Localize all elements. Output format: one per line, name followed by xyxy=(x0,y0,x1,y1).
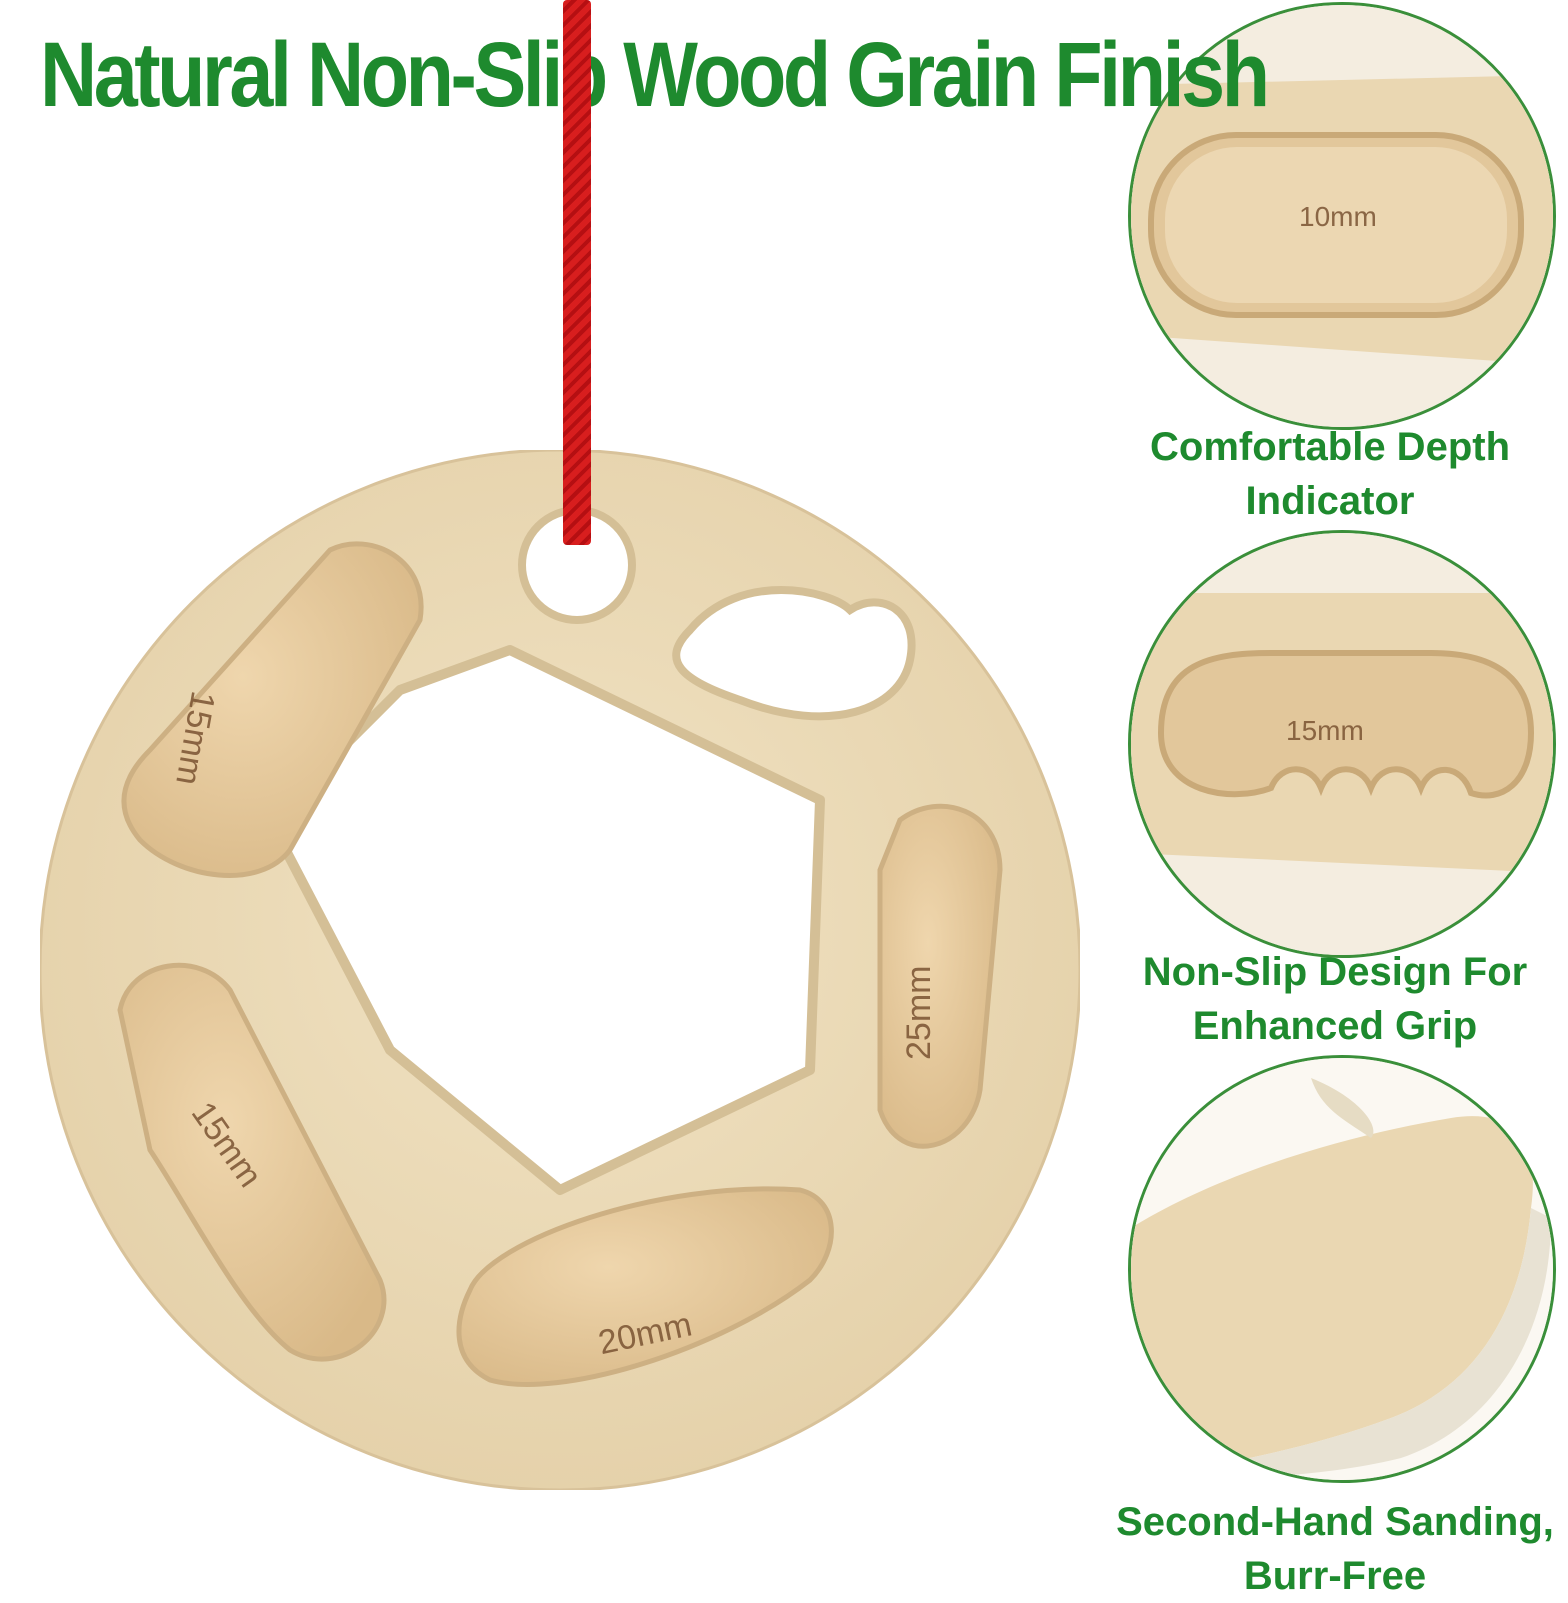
detail-circle-non-slip: 15mm xyxy=(1128,530,1556,958)
caption-depth-indicator: Comfortable Depth Indicator xyxy=(1130,420,1530,528)
heart-pocket xyxy=(672,586,916,721)
caption-line: Second-Hand Sanding, xyxy=(1116,1500,1554,1544)
caption-line: Indicator xyxy=(1245,479,1415,523)
pocket-bottom xyxy=(456,1186,834,1387)
center-hole xyxy=(265,645,825,1195)
caption-sanding-burr-free: Second-Hand Sanding, Burr-Free xyxy=(1105,1495,1565,1603)
caption-line: Comfortable Depth xyxy=(1150,425,1510,469)
pocket-top-left xyxy=(121,541,424,878)
page-headline: Natural Non-Slip Wood Grain Finish xyxy=(40,24,1270,126)
caption-line: Enhanced Grip xyxy=(1192,1004,1478,1048)
detail-label-10mm: 10mm xyxy=(1299,201,1377,232)
wooden-grip-ring xyxy=(38,448,1082,1492)
caption-line: Non-Slip Design For xyxy=(1142,950,1528,994)
pocket-bottom-left xyxy=(117,962,387,1362)
detail-label-15mm: 15mm xyxy=(1286,715,1364,746)
hanging-rope xyxy=(563,0,591,545)
pocket-right xyxy=(877,803,1003,1149)
label-right-25mm: 25mm xyxy=(900,965,938,1060)
detail-circle-depth: 10mm xyxy=(1128,2,1556,430)
detail-circle-sanding xyxy=(1128,1055,1556,1483)
caption-line: Burr-Free xyxy=(1243,1554,1427,1598)
caption-non-slip-design: Non-Slip Design For Enhanced Grip xyxy=(1130,945,1540,1053)
